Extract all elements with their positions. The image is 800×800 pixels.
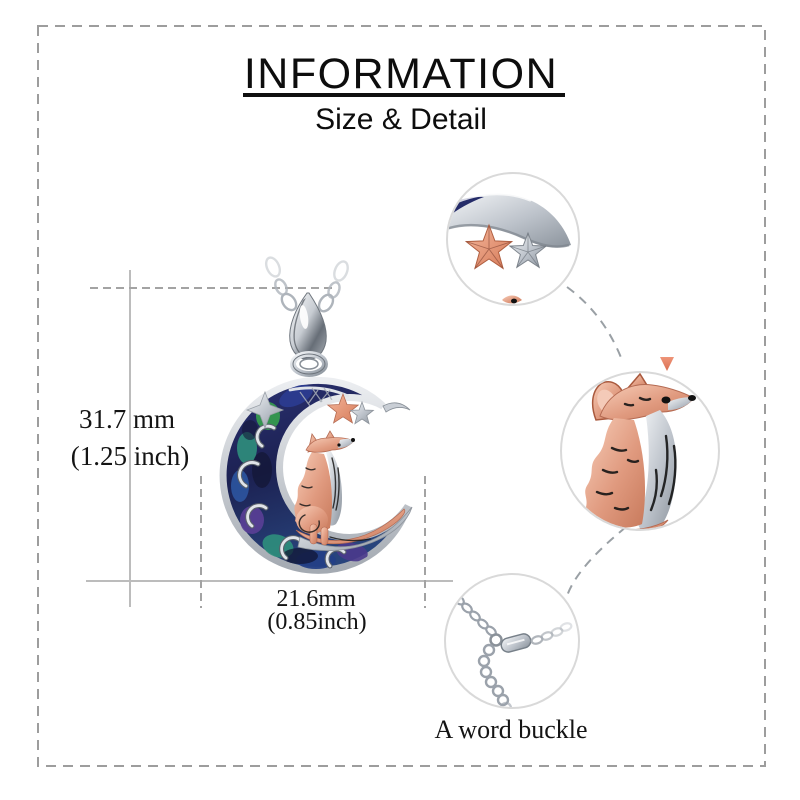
pendant-fox	[294, 430, 413, 551]
sparkle-icon	[245, 390, 285, 430]
pendant-stars	[326, 392, 375, 425]
width-dimension-inch: (0.85inch)	[267, 609, 367, 635]
height-dimension-mm: 31.7 mm	[78, 404, 175, 434]
star-detail-circle	[446, 172, 580, 306]
dashed-page-border	[37, 25, 766, 767]
width-dimension-mm: 21.6mm	[276, 586, 356, 612]
fox-detail-circle	[560, 371, 720, 531]
clasp-detail-circle	[444, 573, 580, 709]
page-subtitle: Size & Detail	[315, 103, 487, 136]
callout-connectors	[566, 286, 627, 597]
pendant-illustration	[219, 256, 413, 574]
title-underline	[243, 93, 565, 97]
chain-links	[264, 256, 349, 313]
clasp-caption: A word buckle	[434, 715, 588, 744]
pendant-bail	[289, 292, 328, 377]
page-title: INFORMATION	[243, 50, 559, 98]
marker-triangle	[660, 357, 674, 371]
dimension-lines	[86, 270, 453, 608]
height-dimension-inch: (1.25 inch)	[70, 441, 190, 471]
